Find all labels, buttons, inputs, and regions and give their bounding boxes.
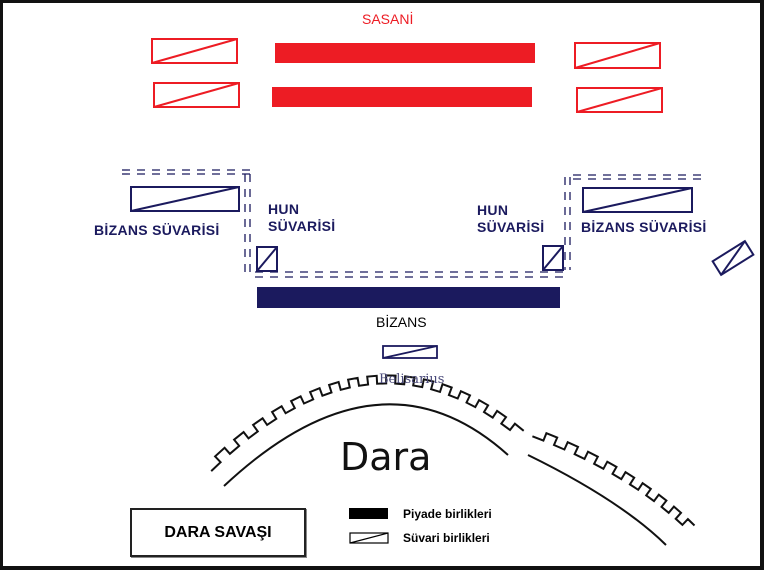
dara-walls [210,374,696,546]
byzantine-cavalry-right-label: BİZANS SÜVARİSİ [581,219,707,235]
sasanian-infantry-front [275,43,535,63]
legend-cavalry-swatch [349,532,389,544]
hun-cavalry-left [256,246,278,272]
byzantine-army [130,186,755,359]
diagram-title: DARA SAVAŞI [130,508,306,557]
sasanian-label: SASANİ [362,11,414,27]
byzantine-infantry-label: BİZANS [376,314,427,330]
dara-crenellated-wall-east [532,431,696,527]
byzantine-infantry [257,287,560,308]
byzantine-cavalry-right [582,187,693,213]
dara-city-label: Dara [340,435,432,479]
sasanian-army [151,38,663,113]
sasanian-infantry-rear [272,87,532,107]
byzantine-cavalry-flank [711,239,755,277]
sasanian-cavalry-left-front [151,38,238,64]
hun-cavalry-right-label-line1: HUN [477,202,509,218]
hun-cavalry-left-label-line2: SÜVARİSİ [268,218,336,234]
byzantine-trench [122,169,703,278]
belisarius-reserve [382,345,438,359]
sasanian-cavalry-right-front [574,42,661,69]
hun-cavalry-left-label-line1: HUN [268,201,300,217]
dara-crenellated-wall-main [210,374,525,472]
dara-inner-wall-east [527,454,667,546]
byzantine-cavalry-left [130,186,240,212]
hun-cavalry-right [542,245,564,271]
legend-cavalry-label: Süvari birlikleri [403,531,490,545]
dara-inner-wall-main [223,403,509,487]
legend-infantry-label: Piyade birlikleri [403,507,492,521]
sasanian-cavalry-right-rear [576,87,663,113]
legend-infantry-swatch [349,508,388,519]
sasanian-cavalry-left-rear [153,82,240,108]
belisarius-label: Belisarius [379,372,445,387]
hun-cavalry-right-label-line2: SÜVARİSİ [477,219,545,235]
byzantine-cavalry-left-label: BİZANS SÜVARİSİ [94,222,220,238]
